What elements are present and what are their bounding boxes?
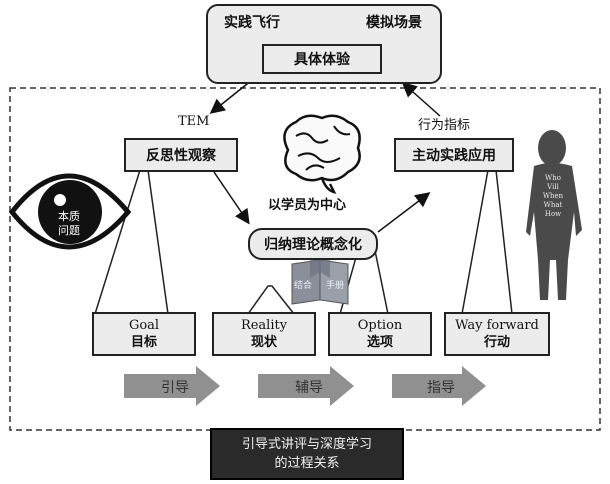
behavior-index-label: 行为指标	[418, 118, 471, 133]
arrow-behavior-to-top	[401, 82, 441, 117]
grow-reality-zh: 现状	[250, 335, 277, 350]
conceptualization-box: 归纳理论概念化	[248, 228, 378, 260]
person-word: When	[542, 192, 564, 200]
active-application-box: 主动实践应用	[394, 138, 514, 172]
practice-flight-label: 实践飞行	[224, 15, 280, 31]
grow-wayforward-zh: 行动	[483, 335, 510, 350]
person-word: Who	[545, 174, 561, 182]
book-left-label: 结合	[294, 281, 313, 291]
reflective-observation-box: 反思性观察	[124, 138, 238, 172]
grow-option-box: Option 选项	[328, 312, 432, 356]
person-icon	[526, 130, 582, 300]
step-arrow-2	[258, 366, 354, 406]
grow-option-zh: 选项	[366, 335, 393, 350]
grow-goal-zh: 目标	[130, 335, 157, 350]
arrow-reflect-to-concept	[213, 171, 250, 225]
grow-wayforward-en: Way forward	[455, 318, 539, 333]
arrow-concept-to-active	[377, 192, 431, 233]
step-label-coach: 辅导	[295, 380, 323, 396]
arrow-top-to-tem	[209, 79, 253, 114]
sim-scene-label: 模拟场景	[366, 15, 422, 31]
brain-icon	[283, 114, 361, 194]
step-label-direct: 指导	[427, 380, 455, 396]
spike-reality	[247, 285, 295, 315]
grow-goal-box: Goal 目标	[92, 312, 196, 356]
footer-line-2: 的过程关系	[274, 456, 340, 471]
step-label-guide: 引导	[161, 380, 189, 396]
footer-line-1: 引导式讲评与深度学习	[241, 437, 372, 452]
dashed-frame	[9, 87, 601, 431]
grow-wayforward-box: Way forward 行动	[444, 312, 550, 356]
person-word: Vill	[547, 183, 559, 191]
book-icon	[291, 256, 349, 305]
person-text: Who Vill When What How	[538, 174, 568, 219]
concrete-experience-box: 具体体验	[262, 44, 382, 74]
tem-label: TEM	[178, 114, 210, 129]
person-word: How	[544, 210, 562, 218]
essence-problem-label: 本质 问题	[58, 210, 80, 237]
learner-center-label: 以学员为中心	[268, 198, 347, 213]
grow-reality-box: Reality 现状	[212, 312, 316, 356]
grow-reality-en: Reality	[240, 318, 288, 333]
step-arrow-1	[124, 366, 220, 406]
book-right-label: 手册	[326, 281, 345, 291]
eye-icon	[8, 173, 132, 250]
grow-goal-en: Goal	[128, 318, 160, 333]
grow-option-en: Option	[357, 318, 403, 333]
footer-box: 引导式讲评与深度学习 的过程关系	[210, 428, 404, 480]
step-arrow-3	[392, 366, 486, 406]
spike-wayforward	[461, 169, 513, 315]
person-word: What	[543, 201, 563, 209]
